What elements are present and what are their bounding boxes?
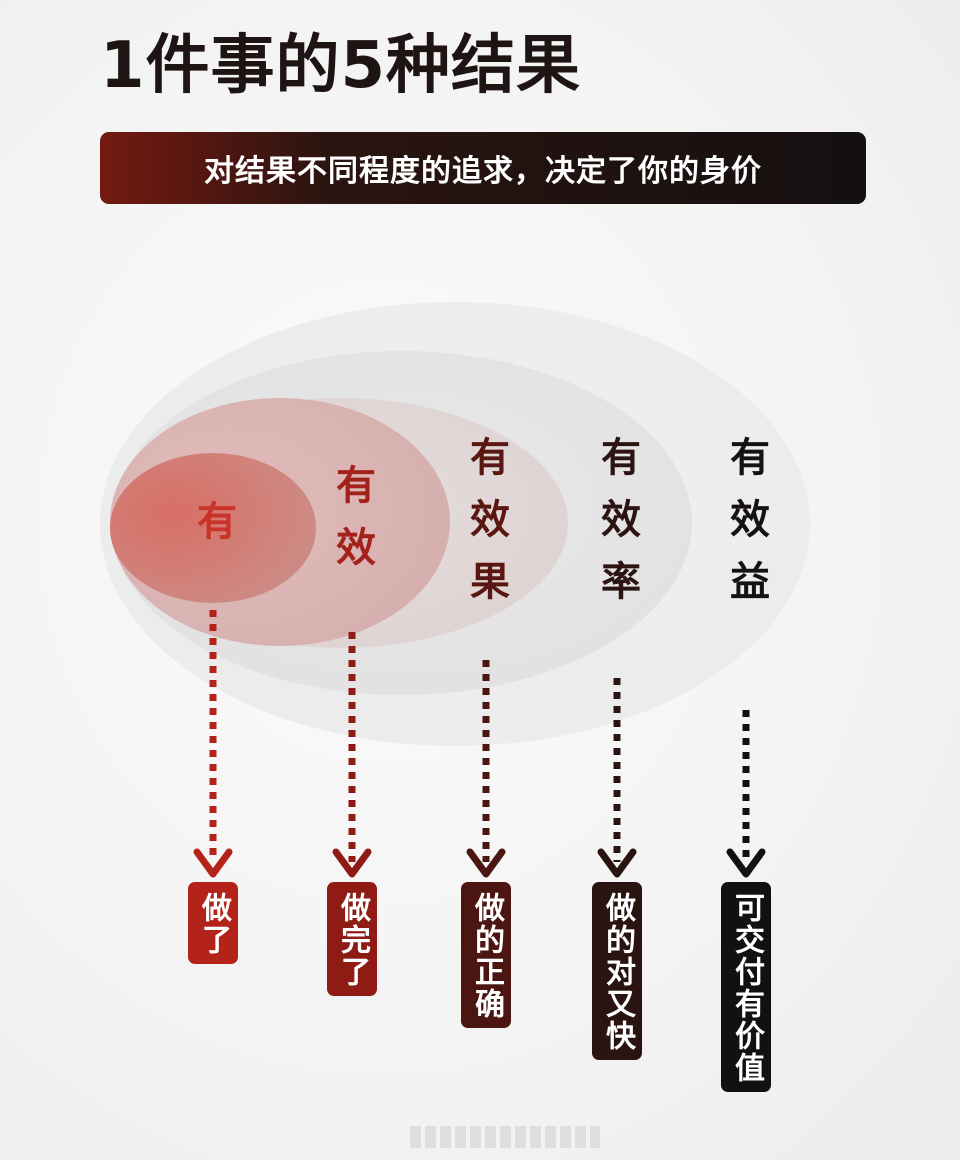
arrow-head-2 — [332, 848, 372, 878]
subtitle-banner: 对结果不同程度的追求，决定了你的身价 — [100, 132, 866, 204]
result-tag-4: 做的对又快 — [592, 882, 642, 1060]
arrow-head-3 — [466, 848, 506, 878]
level-label-2: 有效 — [329, 464, 375, 588]
level-label-3: 有效果 — [463, 436, 509, 622]
level-label-5: 有效益 — [723, 436, 769, 622]
page-title: 1件事的5种结果 — [100, 29, 582, 103]
result-tag-1: 做了 — [188, 882, 238, 964]
result-tag-3: 做的正确 — [461, 882, 511, 1028]
arrow-head-1 — [193, 848, 233, 878]
result-tag-5: 可交付有价值 — [721, 882, 771, 1092]
arrows-group — [193, 610, 766, 878]
arrow-head-4 — [597, 848, 637, 878]
arrow-head-5 — [726, 848, 766, 878]
ellipse-level-1 — [110, 453, 316, 603]
subtitle-text: 对结果不同程度的追求，决定了你的身价 — [204, 154, 762, 189]
watermark — [410, 1126, 600, 1148]
level-label-4: 有效率 — [594, 436, 640, 622]
level-label-1: 有 — [190, 500, 236, 562]
result-tag-2: 做完了 — [327, 882, 377, 996]
